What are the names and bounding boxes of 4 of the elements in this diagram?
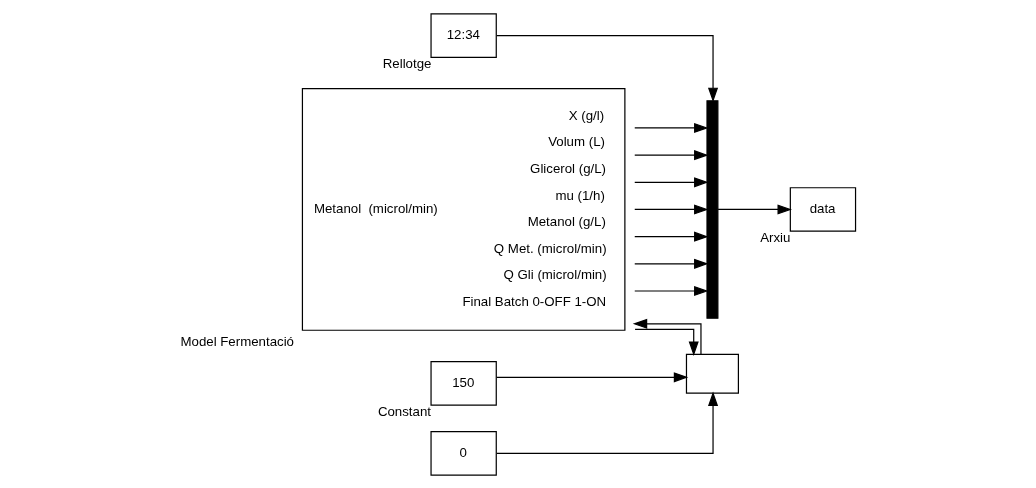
node-label: Model Fermentació [180,333,294,349]
node-label: Rellotge [382,55,432,71]
node-label: Constant [377,403,432,419]
node-label: Arxiu [760,229,791,245]
